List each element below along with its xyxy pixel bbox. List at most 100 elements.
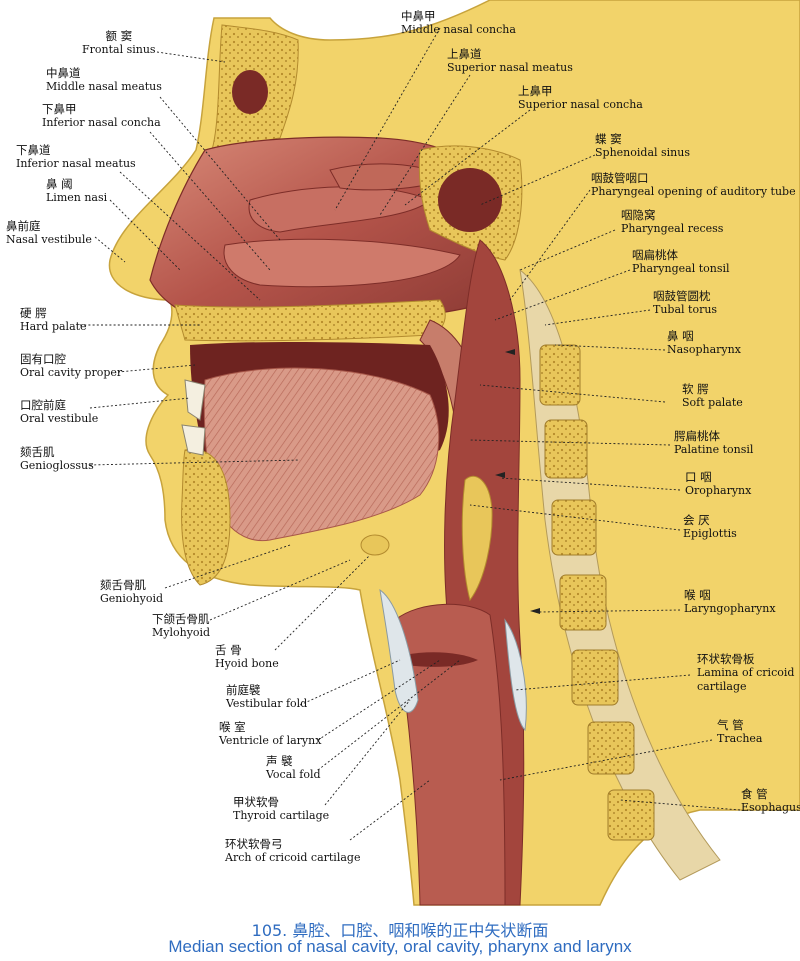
hyoid-shape: [360, 534, 390, 556]
label-en: Superior nasal meatus: [447, 61, 573, 74]
figure-caption-en: Median section of nasal cavity, oral cav…: [168, 937, 632, 956]
label-en: Frontal sinus: [82, 43, 156, 56]
label-middle-nasal-concha: 中鼻甲 Middle nasal concha: [401, 9, 516, 37]
label-superior-nasal-meatus: 上鼻道 Superior nasal meatus: [447, 47, 573, 75]
label-zh: 额 窦: [105, 29, 133, 43]
label-en: Inferior nasal meatus: [16, 157, 136, 170]
label-zh: 口 咽: [685, 470, 712, 484]
label-zh: 口腔前庭: [20, 398, 66, 412]
label-zh: 喉 咽: [684, 588, 711, 602]
label-zh: 前庭襞: [226, 683, 261, 697]
label-en: Pharyngeal tonsil: [632, 262, 730, 275]
label-zh: 声 襞: [266, 754, 293, 768]
label-en-line2: cartilage: [697, 680, 747, 693]
larynx-shape: [394, 603, 506, 906]
vertebra: [551, 499, 597, 556]
mandible-shape: [181, 448, 231, 586]
label-zh: 硬 腭: [20, 306, 47, 320]
figure-caption-zh: 105. 鼻腔、口腔、咽和喉的正中矢状断面: [251, 921, 549, 940]
label-zh: 软 腭: [682, 382, 709, 396]
label-zh: 下鼻道: [16, 143, 51, 157]
label-epiglottis: 会 厌 Epiglottis: [683, 513, 737, 541]
label-zh: 喉 室: [219, 720, 246, 734]
label-en: Tubal torus: [653, 303, 718, 316]
label-en: Vestibular fold: [226, 697, 308, 710]
label-en: Middle nasal meatus: [46, 80, 162, 93]
hard-palate-shape: [174, 299, 446, 342]
label-limen-nasi: 鼻 阈 Limen nasi: [46, 177, 107, 205]
inferior-concha-shape: [223, 238, 461, 288]
vertebra: [587, 721, 635, 775]
label-zh: 舌 骨: [215, 643, 242, 657]
label-zh: 中鼻道: [46, 66, 81, 80]
label-zh: 食 管: [741, 787, 768, 801]
vertebra: [571, 649, 619, 706]
frontal-sinus-cavity: [232, 70, 268, 114]
label-geniohyoid: 颏舌骨肌 Geniohyoid: [100, 578, 163, 606]
label-nasal-vestibule: 鼻前庭 Nasal vestibule: [6, 219, 92, 247]
label-laryngopharynx: 喉 咽 Laryngopharynx: [684, 588, 776, 616]
thyroid-cartilage-shape: [379, 588, 419, 713]
label-en: Genioglossus: [20, 459, 94, 472]
lower-incisor-icon: [181, 424, 206, 456]
label-oral-vestibule: 口腔前庭 Oral vestibule: [20, 398, 98, 426]
label-en: Pharyngeal opening of auditory tube: [591, 185, 796, 198]
label-en: Mylohyoid: [152, 626, 211, 639]
label-en: Laryngopharynx: [684, 602, 776, 615]
label-en: Epiglottis: [683, 527, 737, 540]
label-frontal-sinus: 额 窦 Frontal sinus: [82, 29, 156, 57]
label-en: Vocal fold: [266, 768, 321, 781]
label-en: Oropharynx: [685, 484, 752, 497]
label-palatine-tonsil: 腭扁桃体 Palatine tonsil: [674, 429, 753, 457]
label-mylohyoid: 下颌舌骨肌 Mylohyoid: [152, 612, 210, 640]
label-en: Superior nasal concha: [518, 98, 643, 111]
label-en: Ventricle of larynx: [219, 734, 322, 747]
label-zh: 咽扁桃体: [632, 248, 678, 262]
vertebra: [559, 574, 607, 631]
label-esophagus: 食 管 Esophagus: [741, 787, 800, 815]
label-sphenoidal-sinus: 蝶 窦 Sphenoidal sinus: [595, 132, 690, 160]
label-zh: 鼻 咽: [667, 329, 694, 343]
airflow-arrow-icon: [530, 608, 540, 614]
label-en: Oral cavity proper: [20, 366, 123, 379]
label-genioglossus: 颏舌肌 Genioglossus: [20, 445, 94, 473]
sphenoid-sinus-cavity: [438, 168, 502, 232]
label-zh: 环状软骨弓: [225, 837, 283, 851]
airflow-arrow-icon: [505, 349, 515, 355]
label-zh: 气 管: [717, 718, 744, 732]
label-lamina-of-cricoid: 环状软骨板 Lamina of cricoid cartilage: [697, 652, 794, 694]
label-zh: 鼻前庭: [6, 219, 41, 233]
vertebra: [539, 344, 581, 406]
label-en: Inferior nasal concha: [42, 116, 161, 129]
label-en: Limen nasi: [46, 191, 108, 204]
label-zh: 下鼻甲: [42, 102, 77, 116]
label-inferior-nasal-concha: 下鼻甲 Inferior nasal concha: [42, 102, 161, 130]
label-en: Oral vestibule: [20, 412, 99, 425]
vertebra: [607, 789, 655, 841]
label-en: Pharyngeal recess: [621, 222, 724, 235]
leader-lines: [80, 27, 741, 841]
label-en: Nasopharynx: [667, 343, 741, 356]
label-zh: 环状软骨板: [697, 652, 755, 666]
upper-incisor-icon: [184, 379, 206, 421]
label-trachea: 气 管 Trachea: [717, 718, 762, 746]
label-zh: 固有口腔: [20, 352, 66, 366]
label-zh: 腭扁桃体: [674, 429, 720, 443]
label-zh: 会 厌: [683, 513, 710, 527]
label-pharyngeal-opening: 咽鼓管咽口 Pharyngeal opening of auditory tub…: [591, 171, 796, 199]
label-zh: 颏舌骨肌: [100, 578, 146, 592]
label-oropharynx: 口 咽 Oropharynx: [685, 470, 751, 498]
label-zh: 咽鼓管圆枕: [653, 289, 711, 303]
label-en: Sphenoidal sinus: [595, 146, 690, 159]
label-en: Lamina of cricoid: [697, 666, 795, 679]
label-zh: 甲状软骨: [233, 795, 279, 809]
label-zh: 上鼻甲: [518, 84, 553, 98]
label-en: Trachea: [717, 732, 763, 745]
label-arch-of-cricoid: 环状软骨弓 Arch of cricoid cartilage: [225, 837, 360, 865]
label-hyoid-bone: 舌 骨 Hyoid bone: [215, 643, 279, 671]
label-zh: 鼻 阈: [46, 177, 73, 191]
label-en: Esophagus: [741, 801, 800, 814]
vertebra: [544, 419, 588, 479]
